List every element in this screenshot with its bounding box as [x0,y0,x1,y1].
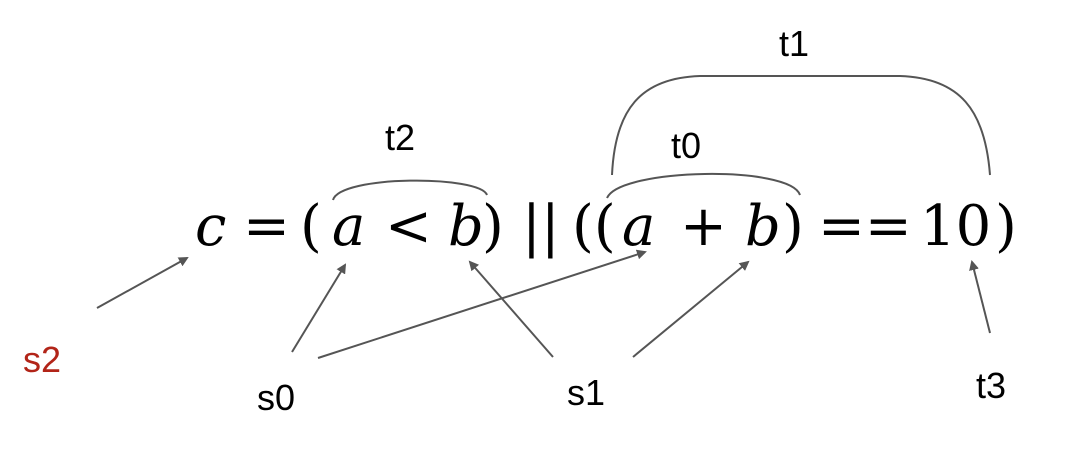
var-a-2: a [622,194,655,259]
arrow-s2-c [96,257,189,309]
number-ten: 10 [920,194,991,259]
label-t2: t2 [385,117,415,158]
arrow-t3-ten [969,260,991,334]
label-s0: s0 [257,377,295,418]
arrow-s0-a2 [317,249,647,359]
less-than: < [385,194,432,259]
var-b-2: b [745,194,781,259]
paren-close-3: ) [995,194,1017,259]
paren-close-2: ) [782,194,804,259]
label-t1: t1 [779,23,809,64]
var-b-1: b [448,194,484,259]
paren-close-1: ) [482,194,504,259]
label-s1: s1 [567,372,605,413]
var-c: c [195,194,226,259]
label-t3: t3 [976,365,1006,406]
arrow-s0-a1 [291,263,347,353]
arrow-s1-b1 [468,260,554,358]
equals-sign: = [243,194,290,259]
arrow-s1-b2 [632,260,750,358]
label-t0: t0 [671,125,701,166]
bracket-t1 [611,75,991,176]
bracket-t0 [606,173,801,199]
double-equals: == [818,194,912,259]
bracket-t2 [332,179,488,201]
paren-open-2: (( [572,194,616,259]
plus-sign: + [680,194,727,259]
var-a-1: a [332,194,365,259]
logical-or: || [522,194,560,259]
paren-open-1: ( [300,194,322,259]
label-s2: s2 [23,339,61,380]
